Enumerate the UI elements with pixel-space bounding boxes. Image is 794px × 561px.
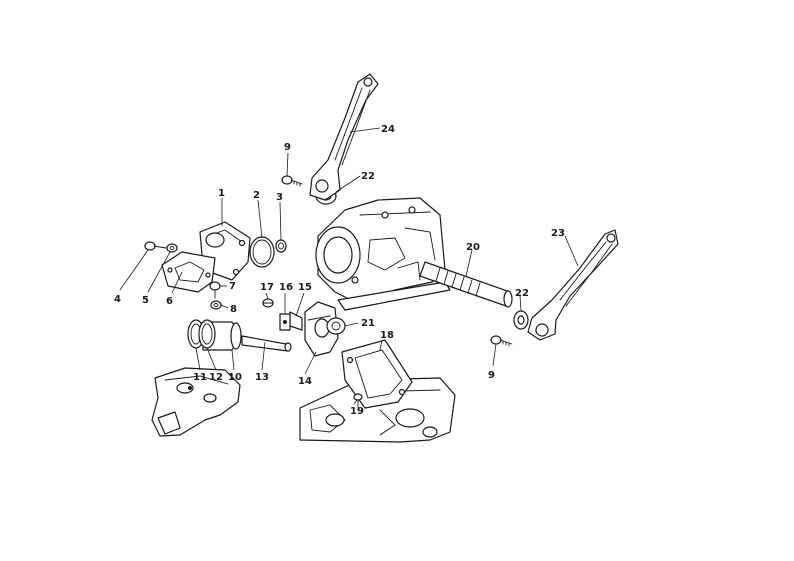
part-6-gasket: [161, 251, 216, 293]
callout-6: 6: [166, 296, 173, 307]
callout-labels: 1 2 3 4 5 6 7 8 9 9 10 11 12 13 14 15 16…: [114, 124, 565, 417]
callout-17: 17: [260, 282, 274, 293]
callout-12: 12: [209, 372, 223, 383]
callout-5: 5: [142, 295, 149, 306]
part-16-clip: [279, 313, 291, 331]
callout-1: 1: [218, 188, 225, 199]
part-4-bolt: [144, 241, 167, 251]
callout-9-right: 9: [488, 370, 495, 381]
part-9-bolt-right: [490, 335, 513, 347]
callout-9-upper: 9: [284, 142, 291, 153]
part-18-gasket-plate: [341, 339, 413, 409]
callout-22-right: 22: [515, 288, 529, 299]
callout-19: 19: [350, 406, 364, 417]
part-3-seal: [275, 239, 287, 253]
callout-21: 21: [361, 318, 375, 329]
part-9-bolt-upper: [281, 175, 303, 187]
callout-4: 4: [114, 294, 121, 305]
part-21-bushing: [326, 317, 346, 335]
callout-14: 14: [298, 376, 312, 387]
callout-16: 16: [279, 282, 293, 293]
main-gearbox-housing: [315, 197, 451, 311]
part-17-screw: [262, 298, 274, 308]
part-2-o-ring: [249, 236, 275, 268]
part-7-bolt: [209, 281, 221, 299]
callout-13: 13: [255, 372, 269, 383]
leader-lines: [119, 127, 579, 405]
part-23-right-lever-arm: [527, 229, 619, 341]
part-24-upper-lever-arm: [309, 73, 379, 201]
part-13-pushrod: [241, 335, 292, 352]
part-20-splined-shaft: [419, 261, 513, 308]
callout-7: 7: [229, 281, 236, 292]
part-5-washer: [166, 243, 178, 253]
callout-24: 24: [381, 124, 395, 135]
lower-gearbox-housing: [299, 377, 456, 443]
callout-18: 18: [380, 330, 394, 341]
callout-3: 3: [276, 192, 283, 203]
part-14-lever-bracket: [304, 301, 339, 357]
callout-10: 10: [228, 372, 242, 383]
callout-11: 11: [193, 372, 207, 383]
part-12-ring: [198, 319, 216, 349]
callout-22-upper: 22: [361, 171, 375, 182]
part-15-pin: [289, 311, 303, 331]
part-19-screw: [353, 393, 363, 409]
part-8-washer: [210, 300, 222, 310]
part-22-seal-right: [513, 310, 529, 330]
callout-20: 20: [466, 242, 480, 253]
callout-15: 15: [298, 282, 312, 293]
callout-8: 8: [230, 304, 237, 315]
callout-2: 2: [253, 190, 260, 201]
lower-left-housing: [151, 367, 241, 437]
callout-23: 23: [551, 228, 565, 239]
